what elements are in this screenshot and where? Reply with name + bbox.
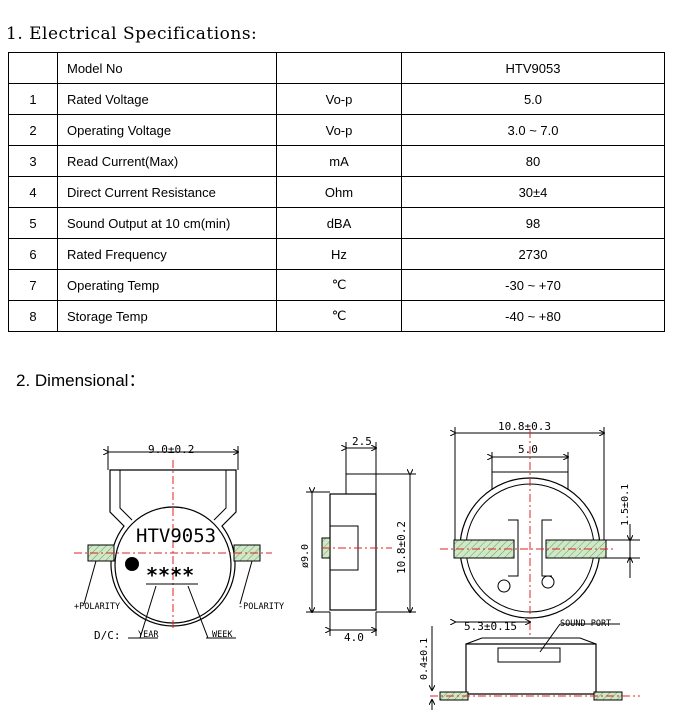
table-row: 2 Operating Voltage Vo-p 3.0 ~ 7.0	[8, 114, 665, 146]
row-no: 2	[8, 114, 58, 146]
back-view	[430, 427, 640, 710]
table-row: 6 Rated Frequency Hz 2730	[8, 238, 665, 270]
back-right-dim: 1.5±0.1	[620, 484, 631, 526]
row-unit: Hz	[276, 238, 402, 270]
row-no: 4	[8, 176, 58, 208]
row-value: -40 ~ +80	[401, 300, 665, 332]
table-row: 5 Sound Output at 10 cm(min) dBA 98	[8, 207, 665, 239]
row-no: 7	[8, 269, 58, 301]
dimensional-drawing: 9.0±0.2 HTV9053 **** +POLARITY -POLARITY…	[74, 420, 640, 710]
row-item: Read Current(Max)	[57, 145, 277, 177]
front-width-dim: 9.0±0.2	[148, 443, 194, 456]
dc-label: D/C:	[94, 629, 121, 642]
row-value: 2730	[401, 238, 665, 270]
table-header-row: Model No HTV9053	[8, 52, 665, 84]
header-no	[8, 52, 58, 84]
row-unit: ℃	[276, 269, 402, 301]
row-value: 3.0 ~ 7.0	[401, 114, 665, 146]
week-label: WEEK	[212, 630, 233, 640]
back-inner-dim: 5.0	[518, 443, 538, 456]
row-no: 1	[8, 83, 58, 115]
sound-port-label: SOUND PORT	[560, 619, 611, 629]
row-no: 5	[8, 207, 58, 239]
row-unit: dBA	[276, 207, 402, 239]
row-item: Sound Output at 10 cm(min)	[57, 207, 277, 239]
row-item: Operating Voltage	[57, 114, 277, 146]
side-view	[306, 442, 416, 636]
table-row: 7 Operating Temp ℃ -30 ~ +70	[8, 269, 665, 301]
row-item: Operating Temp	[57, 269, 277, 301]
year-label: YEAR	[138, 630, 159, 640]
row-unit: ℃	[276, 300, 402, 332]
polarity-dot-icon	[125, 557, 139, 571]
electrical-spec-table: Model No HTV9053 1 Rated Voltage Vo-p 5.…	[8, 52, 665, 332]
row-value: 5.0	[401, 83, 665, 115]
header-value: HTV9053	[401, 52, 665, 84]
row-item: Direct Current Resistance	[57, 176, 277, 208]
row-no: 3	[8, 145, 58, 177]
plus-polarity-label: +POLARITY	[74, 602, 120, 612]
front-view	[74, 446, 272, 639]
header-item: Model No	[57, 52, 277, 84]
table-row: 8 Storage Temp ℃ -40 ~ +80	[8, 300, 665, 332]
side-diameter-dim: ø9.0	[300, 544, 311, 568]
row-unit: Vo-p	[276, 83, 402, 115]
date-code-marking: ****	[146, 563, 194, 587]
side-top-dim: 2.5	[352, 435, 372, 448]
row-value: 30±4	[401, 176, 665, 208]
table-row: 4 Direct Current Resistance Ohm 30±4	[8, 176, 665, 208]
row-item: Rated Voltage	[57, 83, 277, 115]
side-height-dim: 10.8±0.2	[395, 521, 408, 574]
side-bottom-dim: 4.0	[344, 631, 364, 644]
table-row: 1 Rated Voltage Vo-p 5.0	[8, 83, 665, 115]
row-no: 8	[8, 300, 58, 332]
thickness-dim: 0.4±0.1	[419, 638, 430, 680]
row-unit: Ohm	[276, 176, 402, 208]
row-item: Storage Temp	[57, 300, 277, 332]
row-value: -30 ~ +70	[401, 269, 665, 301]
row-unit: mA	[276, 145, 402, 177]
header-unit	[276, 52, 402, 84]
back-width-dim: 10.8±0.3	[498, 420, 551, 433]
row-value: 80	[401, 145, 665, 177]
row-item: Rated Frequency	[57, 238, 277, 270]
back-offset-dim: 5.3±0.15	[464, 620, 517, 633]
table-row: 3 Read Current(Max) mA 80	[8, 145, 665, 177]
minus-polarity-label: -POLARITY	[238, 602, 284, 612]
section1-title: 1. Electrical Specifications:	[6, 24, 258, 44]
row-unit: Vo-p	[276, 114, 402, 146]
row-value: 98	[401, 207, 665, 239]
section2-title: 2. Dimensional：	[16, 371, 146, 390]
model-marking: HTV9053	[136, 525, 216, 547]
row-no: 6	[8, 238, 58, 270]
